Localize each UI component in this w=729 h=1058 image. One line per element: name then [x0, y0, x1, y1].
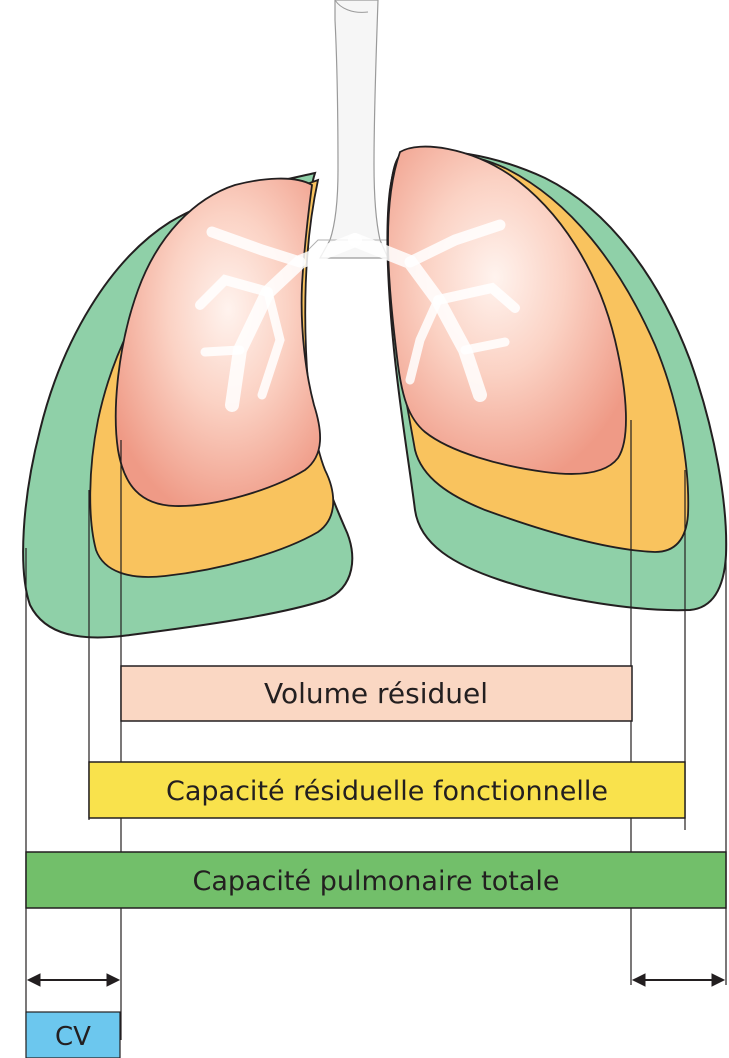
right-lung-residual-volume-zone	[388, 147, 626, 474]
capacite-residuelle-fonctionnelle-label: Capacité résiduelle fonctionnelle	[166, 776, 608, 807]
volume-residuel-bar: Volume résiduel	[121, 666, 632, 721]
cv-label: CV	[55, 1022, 91, 1052]
cv-box: CV	[26, 1012, 120, 1058]
right-double-arrow	[633, 974, 724, 986]
left-lung-residual-volume-zone	[116, 179, 320, 506]
volume-residuel-label: Volume résiduel	[264, 677, 488, 710]
capacite-pulmonaire-totale-bar: Capacité pulmonaire totale	[26, 852, 726, 908]
left-lung	[23, 173, 352, 637]
left-double-arrow	[28, 974, 119, 986]
capacite-residuelle-fonctionnelle-bar: Capacité résiduelle fonctionnelle	[89, 762, 685, 818]
capacite-pulmonaire-totale-label: Capacité pulmonaire totale	[193, 866, 560, 897]
right-lung	[387, 147, 726, 611]
